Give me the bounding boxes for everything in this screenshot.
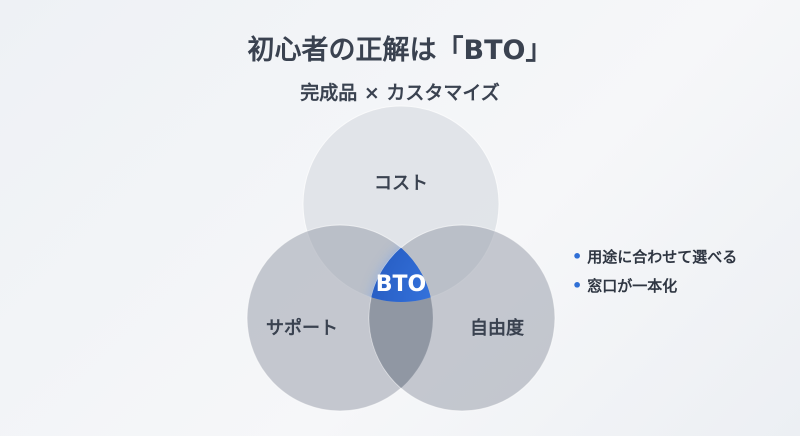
bullet-item: •用途に合わせて選べる (572, 242, 737, 271)
bullet-dot-icon: • (572, 276, 583, 295)
page-subtitle: 完成品 × カスタマイズ (300, 82, 500, 104)
center-intersection (369, 225, 433, 302)
bullet-dot-icon: • (572, 247, 583, 266)
page-title: 初心者の正解は「BTO」 (247, 35, 553, 66)
set-label-support: サポート (266, 317, 338, 339)
set-label-freedom: 自由度 (470, 317, 525, 339)
set-label-cost: コスト (374, 173, 428, 194)
center-label: BTO (376, 272, 426, 297)
bullet-text: 用途に合わせて選べる (587, 248, 738, 266)
bullet-item: •窓口が一本化 (572, 271, 737, 300)
bullet-text: 窓口が一本化 (587, 277, 678, 295)
bullet-list: •用途に合わせて選べる •窓口が一本化 (572, 242, 737, 300)
